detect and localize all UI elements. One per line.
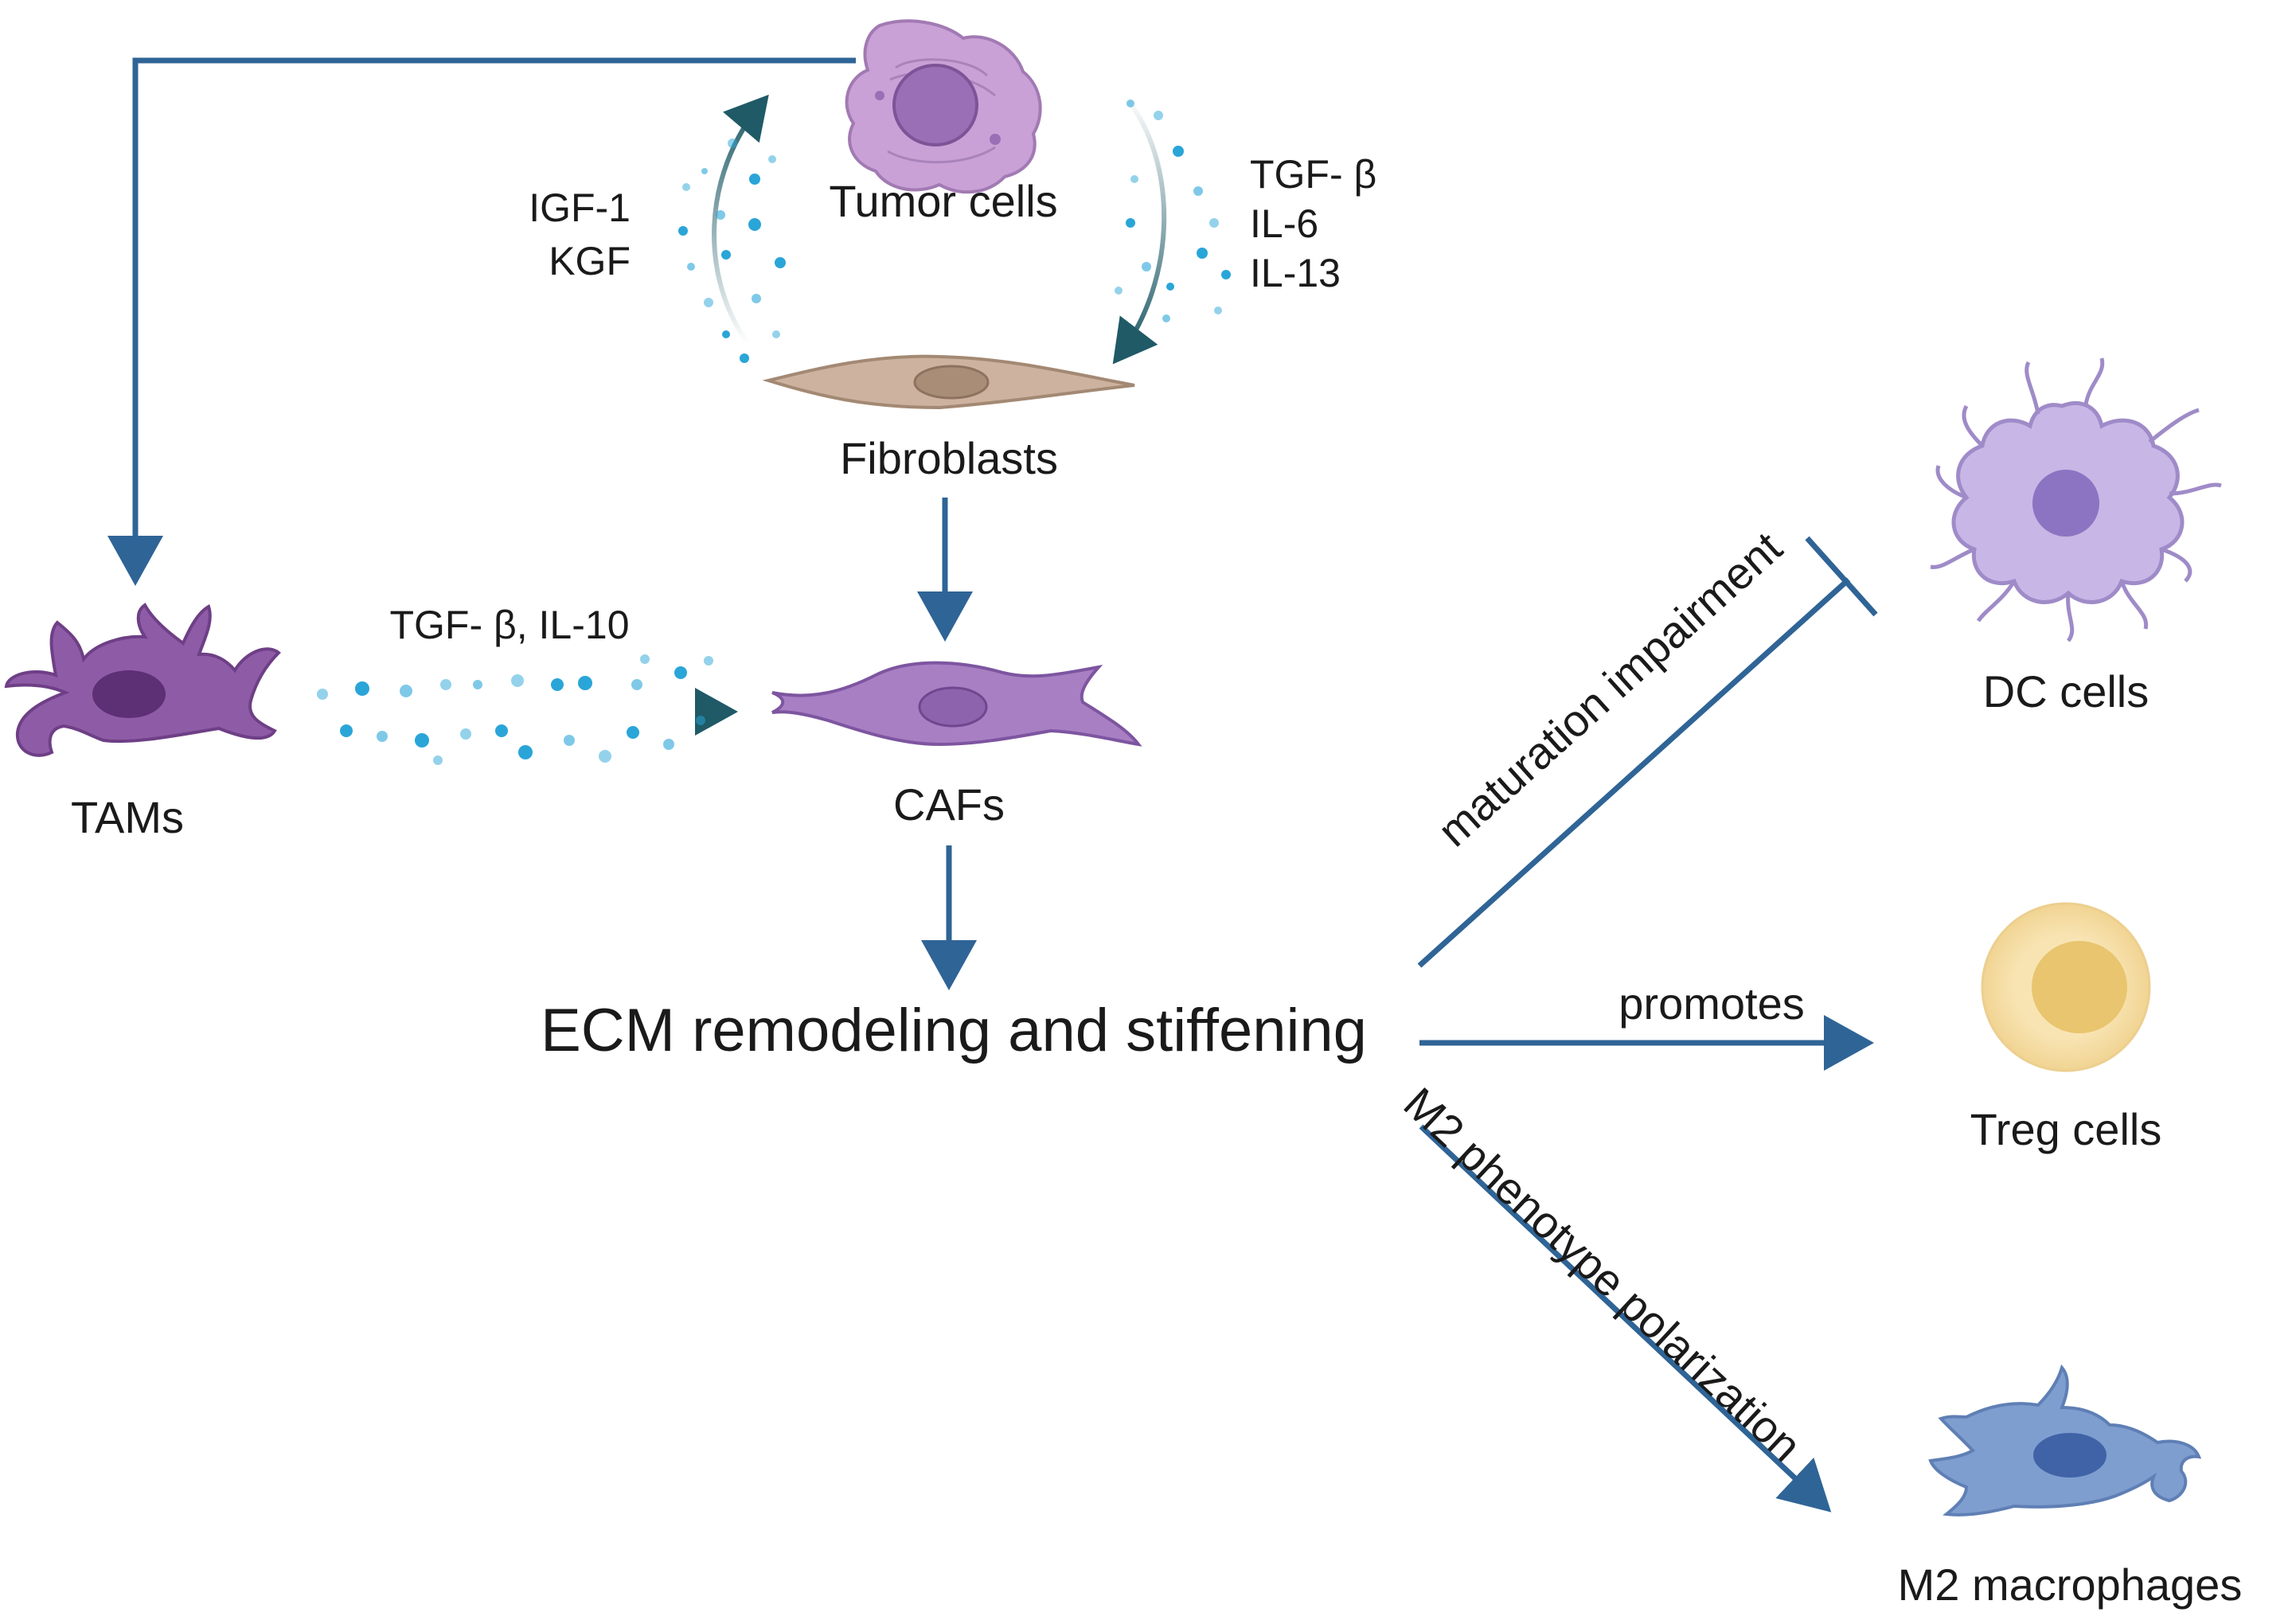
dc-cell-icon bbox=[1930, 357, 2222, 642]
factor-il6: IL-6 bbox=[1250, 201, 1318, 246]
tumor-cells-label: Tumor cells bbox=[829, 176, 1057, 226]
tumor-cell-icon bbox=[845, 19, 1042, 194]
m2-macrophages-label: M2 macrophages bbox=[1898, 1560, 2243, 1610]
m2-macrophage-icon bbox=[1928, 1364, 2202, 1517]
fibroblasts-label: Fibroblasts bbox=[840, 433, 1058, 483]
factor-kgf: KGF bbox=[549, 239, 631, 283]
promotes-label: promotes bbox=[1618, 978, 1804, 1029]
fibroblast-to-tumor-arrow bbox=[712, 94, 769, 345]
m2-polarization-label: M2 phenotype polarization bbox=[1395, 1078, 1811, 1471]
caf-icon bbox=[771, 661, 1142, 747]
treg-cells-label: Treg cells bbox=[1970, 1104, 2162, 1154]
ecm-to-dc-inhibition bbox=[1417, 577, 1851, 968]
factor-tgfb-tumor: TGF- β bbox=[1250, 152, 1376, 197]
tumor-to-tams-arrow bbox=[107, 57, 856, 586]
secreted-factor-dots-right bbox=[1115, 100, 1231, 322]
fibroblast-icon bbox=[762, 354, 1135, 410]
factor-igf1: IGF-1 bbox=[529, 185, 631, 230]
secreted-factor-dots-left bbox=[678, 139, 786, 363]
secreted-factor-dots-middle bbox=[317, 654, 713, 765]
factor-tgfb-il10: TGF- β, IL-10 bbox=[389, 603, 629, 647]
dc-cells-label: DC cells bbox=[1983, 666, 2149, 716]
cafs-label: CAFs bbox=[893, 779, 1005, 830]
tumor-to-fibroblast-arrow bbox=[1112, 94, 1167, 365]
ecm-to-m2-arrow bbox=[1419, 1124, 1832, 1513]
ecm-remodeling-label: ECM remodeling and stiffening bbox=[541, 997, 1367, 1064]
tam-icon bbox=[4, 603, 281, 757]
factor-il13: IL-13 bbox=[1250, 251, 1341, 295]
inhibition-bar bbox=[1805, 536, 1878, 617]
tams-label: TAMs bbox=[71, 792, 184, 842]
treg-cell-icon bbox=[1981, 902, 2151, 1072]
maturation-impairment-label: maturation impairment bbox=[1428, 521, 1791, 856]
